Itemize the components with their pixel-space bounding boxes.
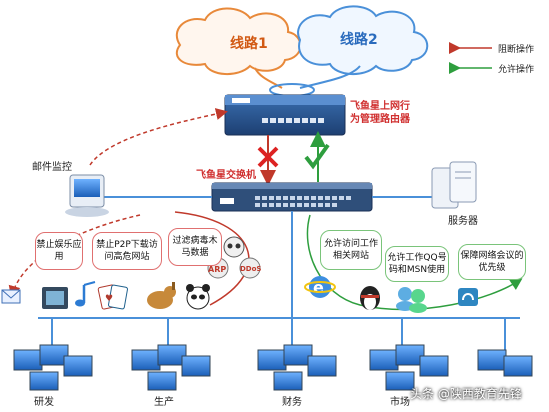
allow-check-icon: [304, 143, 330, 170]
policy-allow-qq-msn: 允许工作QQ号码和MSN使用: [385, 246, 449, 282]
legend: 阻断操作 允许操作: [449, 42, 534, 75]
policy-guarantee-meeting: 保障网络会议的优先级: [458, 244, 526, 280]
policy-block-entertainment: 禁止娱乐应用: [35, 232, 83, 270]
music-icon: [75, 281, 96, 307]
cloud-line2: [297, 5, 429, 75]
ie-browser-icon: e: [304, 276, 336, 298]
department-rd: 研发: [34, 397, 54, 408]
server-label: 服务器: [448, 216, 478, 227]
pc-cluster-rd: [13, 344, 93, 391]
cloud-line1-label: 线路1: [230, 35, 268, 52]
panda-icon: [186, 284, 210, 310]
cards-game-icon: ♥: [97, 284, 128, 310]
switch-device: [211, 182, 373, 212]
wan-ring: [269, 83, 315, 97]
legend-block-label: 阻断操作: [498, 43, 534, 55]
cloud-line2-label: 线路2: [340, 31, 378, 48]
department-finance: 财务: [282, 397, 302, 408]
switch-label: 飞鱼星交换机: [196, 170, 256, 181]
svg-text:e: e: [313, 278, 324, 297]
mail-monitor-label: 邮件监控: [32, 162, 72, 173]
mail-monitor-computer: [65, 174, 109, 217]
svg-text:♥: ♥: [105, 294, 113, 304]
router-label: 飞鱼星上网行 为管理路由器: [350, 101, 410, 125]
policy-block-p2p: 禁止P2P下载访问高危网站: [92, 232, 162, 270]
watermark: 头条 @陕西教育先锋: [410, 387, 522, 401]
qq-penguin-icon: [360, 286, 380, 310]
phone-conference-icon: [458, 288, 478, 306]
email-icon: [1, 289, 21, 304]
mail-monitor-dashed-arrow: [89, 108, 228, 166]
policy-allow-work-sites: 允许访问工作相关网站: [320, 230, 382, 270]
pc-cluster-extra: [477, 349, 533, 377]
ddos-badge: DDoS: [239, 257, 261, 279]
router-device: [224, 94, 346, 136]
legend-allow-label: 允许操作: [498, 63, 534, 75]
svg-text:DDoS: DDoS: [240, 265, 261, 273]
department-market: 市场: [390, 397, 410, 408]
pc-cluster-finance: [257, 344, 337, 391]
pc-cluster-production: [131, 344, 211, 391]
block-x-icon: [257, 146, 279, 168]
department-production: 生产: [154, 397, 174, 408]
msn-icon: [396, 287, 427, 313]
policy-filter-virus: 过滤病毒木马数据: [168, 228, 222, 266]
p2p-donkey-icon: [147, 282, 176, 309]
video-icon: [42, 287, 68, 309]
pc-cluster-market: [369, 344, 449, 391]
server-icon: [431, 161, 477, 209]
skull-icon: [223, 236, 245, 258]
svg-text:ARP: ARP: [208, 265, 226, 274]
